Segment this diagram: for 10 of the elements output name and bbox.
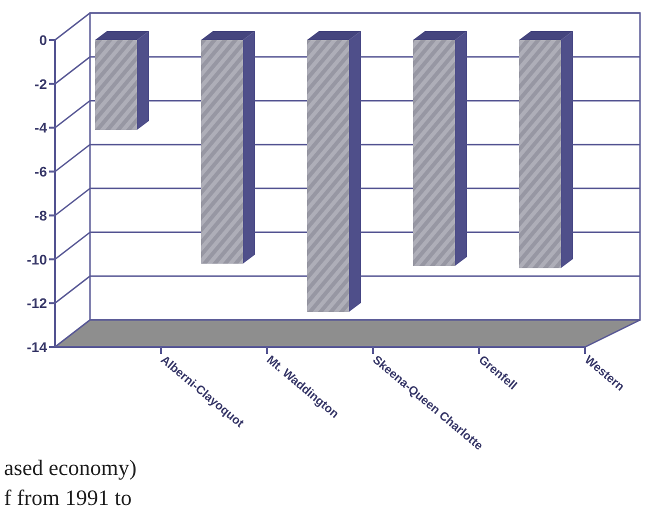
- axis-tick-label: -8: [34, 207, 47, 224]
- body-text: f from 1991 to: [4, 485, 132, 511]
- body-text: ased economy): [4, 455, 137, 481]
- axis-tick-label: 0: [39, 32, 47, 48]
- axis-tick-label: -6: [34, 164, 47, 180]
- axis-tick-label: -12: [26, 295, 47, 312]
- axis-tick-label: -10: [26, 251, 47, 268]
- axis-tick-label: -4: [34, 120, 47, 136]
- axis-tick-label: -14: [26, 339, 47, 355]
- axis-tick-label: -2: [34, 76, 47, 92]
